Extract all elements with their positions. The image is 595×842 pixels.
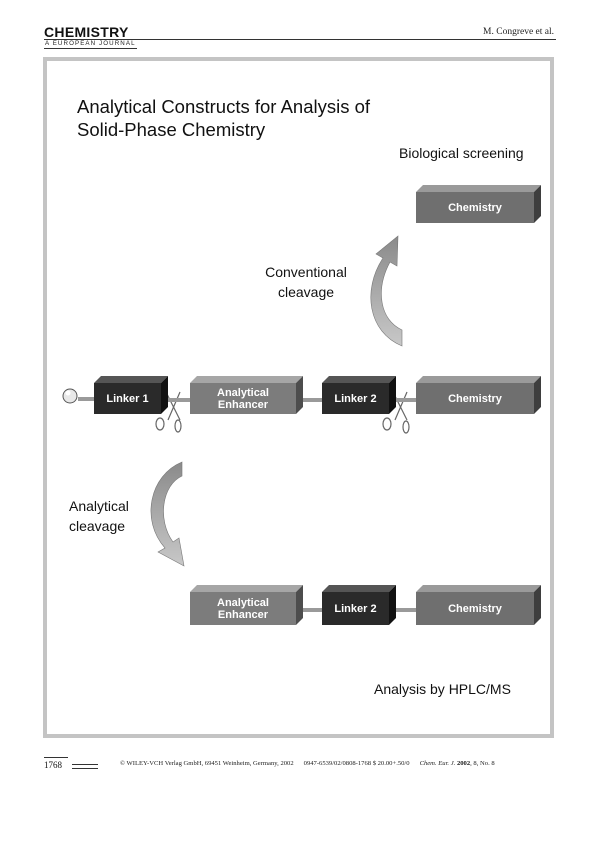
header-rule xyxy=(44,39,556,40)
figure-title-line2: Solid-Phase Chemistry xyxy=(77,119,266,140)
linker1-box: Linker 1 xyxy=(94,376,168,414)
journal-subtitle: A EUROPEAN JOURNAL xyxy=(44,39,137,49)
chemistry-bottom-label: Chemistry xyxy=(416,592,534,625)
footer-text: © WILEY-VCH Verlag GmbH, 69451 Weinheim,… xyxy=(120,760,495,767)
biological-screening-label: Biological screening xyxy=(399,145,524,161)
conventional-cleavage-label: Conventional cleavage xyxy=(258,262,354,302)
running-head-authors: M. Congreve et al. xyxy=(483,27,554,37)
analysis-hplc-label: Analysis by HPLC/MS xyxy=(374,681,511,697)
enhancer-line1: Analytical xyxy=(217,386,269,399)
connector xyxy=(303,608,323,612)
connector xyxy=(396,398,416,402)
linker2-label: Linker 2 xyxy=(322,383,389,414)
figure-title: Analytical Constructs for Analysis of So… xyxy=(77,95,370,141)
enhancer-line2: Enhancer xyxy=(217,398,269,411)
footer-rule xyxy=(44,757,68,758)
footer-decor-line xyxy=(72,764,98,765)
year: 2002 xyxy=(456,760,471,767)
footer-decor-line xyxy=(72,768,98,769)
chemistry-middle-label: Chemistry xyxy=(416,383,534,414)
enhancer-bottom-line1: Analytical xyxy=(217,596,269,609)
analytical-line1: Analytical xyxy=(69,498,129,514)
volume-issue: , 8, No. 8 xyxy=(470,760,495,767)
linker2-box: Linker 2 xyxy=(322,376,396,414)
linker2-box-bottom: Linker 2 xyxy=(322,585,396,625)
connector xyxy=(396,608,416,612)
conventional-line2: cleavage xyxy=(277,284,335,300)
linker2-bottom-label: Linker 2 xyxy=(322,592,389,625)
copyright: © WILEY-VCH Verlag GmbH, 69451 Weinheim,… xyxy=(120,760,294,767)
linker1-label: Linker 1 xyxy=(94,383,161,414)
analytical-cleavage-label: Analytical cleavage xyxy=(69,496,129,536)
connector xyxy=(303,398,323,402)
chemistry-box-bottom: Chemistry xyxy=(416,585,541,625)
figure-title-line1: Analytical Constructs for Analysis of xyxy=(77,96,371,117)
enhancer-bottom-line2: Enhancer xyxy=(217,608,269,621)
chemistry-box-top-label: Chemistry xyxy=(416,192,534,223)
page-number: 1768 xyxy=(44,760,62,770)
chemistry-box-top: Chemistry xyxy=(416,185,541,223)
connector xyxy=(168,398,190,402)
issn: 0947-6539/02/0808-1768 $ 20.00+.50/0 xyxy=(303,760,410,767)
journal-title: CHEMISTRY xyxy=(44,24,129,40)
analytical-line2: cleavage xyxy=(69,518,126,534)
conventional-line1: Conventional xyxy=(265,264,347,280)
chemistry-box-middle: Chemistry xyxy=(416,376,541,414)
page-header: CHEMISTRY A EUROPEAN JOURNAL M. Congreve… xyxy=(44,24,556,52)
journal-abbrev: Chem. Eur. J. xyxy=(419,760,456,767)
